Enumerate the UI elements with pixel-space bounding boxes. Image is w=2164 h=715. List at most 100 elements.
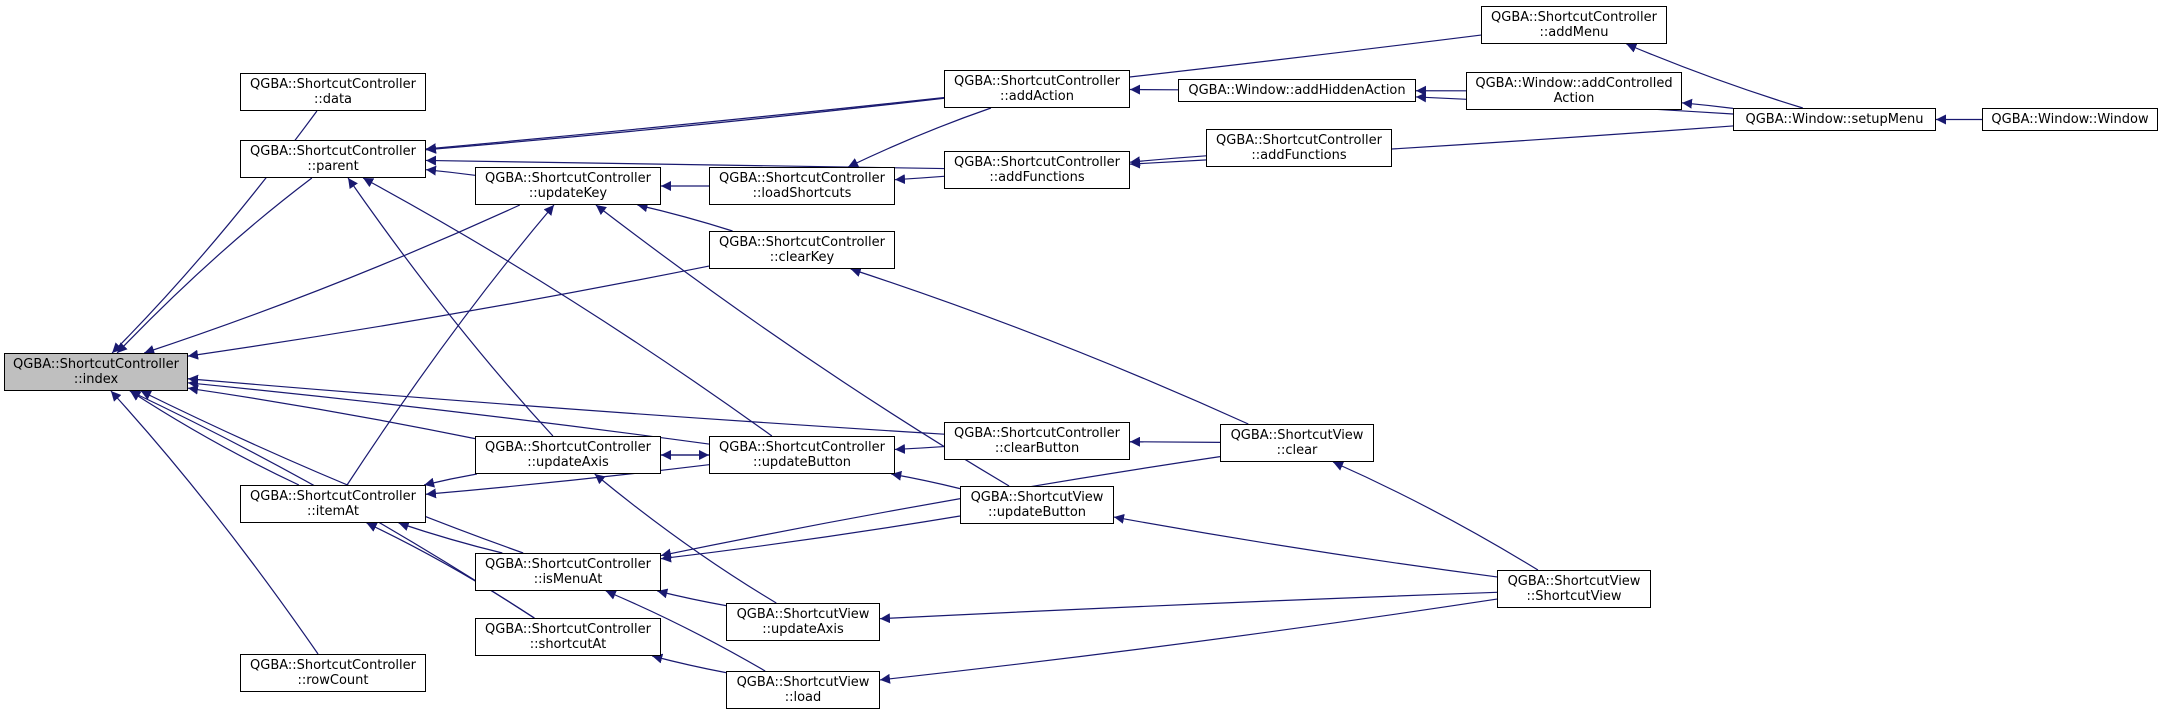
node-svClear[interactable]: QGBA::ShortcutView::clear: [1220, 424, 1374, 462]
node-label-line: QGBA::ShortcutController: [719, 235, 885, 250]
node-data[interactable]: QGBA::ShortcutController::data: [240, 73, 426, 111]
node-label-line: ::updateAxis: [762, 622, 844, 637]
edge-addAction-to-loadShortcuts: [847, 107, 992, 168]
node-label-line: ::updateAxis: [527, 455, 609, 470]
node-label-line: QGBA::ShortcutController: [719, 171, 885, 186]
edge-isMenuAt-to-itemAt: [398, 521, 503, 554]
node-addHiddenAction[interactable]: QGBA::Window::addHiddenAction: [1178, 79, 1416, 102]
node-label-line: QGBA::ShortcutController: [13, 357, 179, 372]
node-label-line: ::clearKey: [769, 250, 835, 265]
edge-itemAt-to-updateKey: [346, 204, 555, 486]
node-label-line: QGBA::Window::addHiddenAction: [1188, 83, 1406, 98]
node-label-line: ::updateButton: [987, 505, 1087, 520]
edge-svUpdateAxis-to-updateAxis: [594, 473, 777, 604]
node-label-line: ::addFunctions: [1251, 148, 1347, 163]
edge-setupMenu-to-addMenu: [1626, 43, 1803, 109]
edge-addAction-to-parent: [425, 97, 945, 154]
node-label-line: QGBA::Window::Window: [1991, 112, 2149, 127]
node-rowCount[interactable]: QGBA::ShortcutController::rowCount: [240, 654, 426, 692]
node-label-line: QGBA::ShortcutController: [954, 155, 1120, 170]
node-label-line: QGBA::ShortcutController: [250, 77, 416, 92]
node-label-line: ::itemAt: [307, 504, 359, 519]
edge-shortcutView-to-svLoad: [879, 598, 1498, 684]
node-label-line: ::data: [313, 92, 353, 107]
node-updateAxis[interactable]: QGBA::ShortcutController::updateAxis: [475, 436, 661, 474]
edge-svClear-to-clearKey: [850, 267, 1249, 425]
node-label-line: QGBA::ShortcutController: [250, 144, 416, 159]
edge-updateButton-to-index: [187, 378, 710, 445]
node-label-line: ::clear: [1276, 443, 1318, 458]
node-label-line: QGBA::ShortcutController: [485, 171, 651, 186]
edge-isMenuAt-to-index: [140, 390, 524, 554]
node-label-line: ::rowCount: [297, 673, 369, 688]
edge-shortcutAt-to-itemAt: [366, 522, 535, 619]
node-clearKey[interactable]: QGBA::ShortcutController::clearKey: [709, 231, 895, 269]
node-label-line: QGBA::Window::addControlled: [1475, 76, 1673, 91]
edge-parent-to-index: [116, 177, 313, 354]
node-label-line: QGBA::ShortcutController: [485, 557, 651, 572]
node-updateButton[interactable]: QGBA::ShortcutController::updateButton: [709, 436, 895, 474]
edge-shortcutView-to-svUpdateButton: [1113, 513, 1498, 578]
edge-svUpdateButton-to-isMenuAt: [660, 515, 961, 563]
edge-updateButton-to-itemAt: [425, 464, 710, 499]
node-updateKey[interactable]: QGBA::ShortcutController::updateKey: [475, 167, 661, 205]
node-label-line: ::updateButton: [752, 455, 852, 470]
edge-clearKey-to-index: [187, 265, 710, 360]
node-addFunctions2[interactable]: QGBA::ShortcutController::addFunctions: [1206, 129, 1392, 167]
edge-svLoad-to-isMenuAt: [605, 590, 766, 672]
node-itemAt[interactable]: QGBA::ShortcutController::itemAt: [240, 485, 426, 523]
node-label-line: QGBA::ShortcutController: [250, 489, 416, 504]
node-svLoad[interactable]: QGBA::ShortcutView::load: [726, 671, 880, 709]
node-label-line: ::ShortcutView: [1526, 589, 1622, 604]
node-label-line: ::load: [784, 690, 822, 705]
node-clearButton[interactable]: QGBA::ShortcutController::clearButton: [944, 422, 1130, 460]
node-svUpdateButton[interactable]: QGBA::ShortcutView::updateButton: [960, 486, 1114, 524]
node-shortcutView[interactable]: QGBA::ShortcutView::ShortcutView: [1497, 570, 1651, 608]
edge-addFunctions-to-loadShortcuts: [894, 174, 945, 185]
node-label-line: ::clearButton: [994, 441, 1080, 456]
edge-setupMenu-to-addControlledAction: [1681, 98, 1734, 109]
node-label-line: Action: [1553, 91, 1595, 106]
node-addAction[interactable]: QGBA::ShortcutController::addAction: [944, 70, 1130, 108]
node-label-line: QGBA::Window::setupMenu: [1745, 112, 1924, 127]
node-svUpdateAxis[interactable]: QGBA::ShortcutView::updateAxis: [726, 603, 880, 641]
node-addFunctions[interactable]: QGBA::ShortcutController::addFunctions: [944, 151, 1130, 189]
node-label-line: QGBA::ShortcutView: [970, 490, 1104, 505]
node-shortcutAt[interactable]: QGBA::ShortcutController::shortcutAt: [475, 618, 661, 656]
node-label-line: QGBA::ShortcutView: [1230, 428, 1364, 443]
node-label-line: QGBA::ShortcutController: [954, 74, 1120, 89]
edge-shortcutView-to-svClear: [1332, 461, 1539, 571]
node-isMenuAt[interactable]: QGBA::ShortcutController::isMenuAt: [475, 553, 661, 591]
node-label-line: ::loadShortcuts: [752, 186, 852, 201]
edge-clearKey-to-updateKey: [637, 202, 733, 232]
edge-svClear-to-clearButton: [1129, 436, 1221, 447]
edge-svLoad-to-shortcutAt: [652, 653, 727, 674]
edge-updateAxis-to-index: [187, 384, 476, 440]
node-parent[interactable]: QGBA::ShortcutController::parent: [240, 140, 426, 178]
edge-rowCount-to-index: [110, 390, 319, 655]
node-label-line: ::parent: [307, 159, 359, 174]
node-setupMenu[interactable]: QGBA::Window::setupMenu: [1733, 108, 1936, 131]
edge-updateKey-to-index: [144, 204, 521, 355]
node-windowCtor[interactable]: QGBA::Window::Window: [1982, 108, 2158, 131]
node-loadShortcuts[interactable]: QGBA::ShortcutController::loadShortcuts: [709, 167, 895, 205]
node-label-line: QGBA::ShortcutController: [1491, 10, 1657, 25]
edge-updateAxis-to-parent: [347, 177, 554, 437]
edge-updateButton-to-parent: [362, 177, 773, 437]
node-label-line: ::addFunctions: [989, 170, 1085, 185]
node-index[interactable]: QGBA::ShortcutController::index: [4, 353, 188, 391]
node-label-line: ::addAction: [1000, 89, 1074, 104]
node-label-line: QGBA::ShortcutController: [485, 440, 651, 455]
edge-shortcutView-to-svUpdateAxis: [879, 591, 1498, 624]
edge-svUpdateAxis-to-isMenuAt: [657, 588, 727, 607]
node-addMenu[interactable]: QGBA::ShortcutController::addMenu: [1481, 6, 1667, 44]
edge-clearButton-to-index: [187, 374, 945, 435]
edge-svClear-to-isMenuAt: [660, 456, 1221, 559]
node-label-line: QGBA::ShortcutController: [719, 440, 885, 455]
edge-clearButton-to-updateButton: [894, 443, 945, 454]
node-label-line: QGBA::ShortcutController: [1216, 133, 1382, 148]
edge-addFunctions2-to-addFunctions: [1129, 155, 1207, 167]
